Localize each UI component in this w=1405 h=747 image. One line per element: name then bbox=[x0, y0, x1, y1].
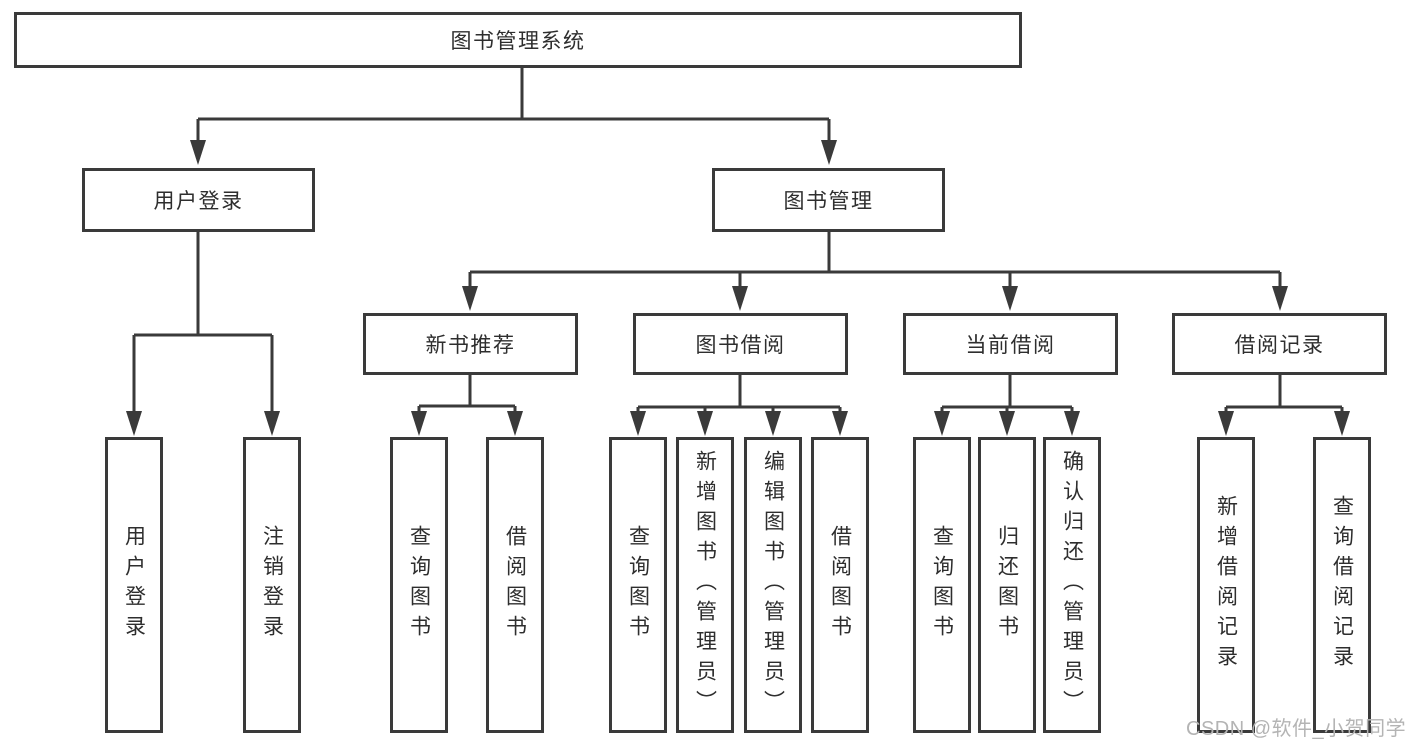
leaf-add-borrow-record: 新增借阅记录 bbox=[1197, 437, 1255, 733]
leaf-borrow-books-recommend: 借阅图书 bbox=[486, 437, 544, 733]
node-book-borrow: 图书借阅 bbox=[633, 313, 848, 375]
leaf-edit-books-admin: 编辑图书（管理员） bbox=[744, 437, 802, 733]
node-current-borrow: 当前借阅 bbox=[903, 313, 1118, 375]
node-new-book-recommend: 新书推荐 bbox=[363, 313, 578, 375]
leaf-query-books-recommend: 查询图书 bbox=[390, 437, 448, 733]
leaf-query-borrow-record: 查询借阅记录 bbox=[1313, 437, 1371, 733]
leaf-query-books-borrow: 查询图书 bbox=[609, 437, 667, 733]
leaf-logout: 注销登录 bbox=[243, 437, 301, 733]
leaf-query-books-current: 查询图书 bbox=[913, 437, 971, 733]
node-book-management: 图书管理 bbox=[712, 168, 945, 232]
leaf-confirm-return-admin: 确认归还（管理员） bbox=[1043, 437, 1101, 733]
leaf-user-login: 用户登录 bbox=[105, 437, 163, 733]
leaf-add-books-admin: 新增图书（管理员） bbox=[676, 437, 734, 733]
node-borrow-records: 借阅记录 bbox=[1172, 313, 1387, 375]
leaf-borrow-books: 借阅图书 bbox=[811, 437, 869, 733]
csdn-watermark: CSDN @软件_小贺同学 bbox=[1186, 718, 1405, 740]
leaf-return-books: 归还图书 bbox=[978, 437, 1036, 733]
node-root-library-system: 图书管理系统 bbox=[14, 12, 1022, 68]
node-user-login: 用户登录 bbox=[82, 168, 315, 232]
arrowheads bbox=[126, 140, 1350, 436]
